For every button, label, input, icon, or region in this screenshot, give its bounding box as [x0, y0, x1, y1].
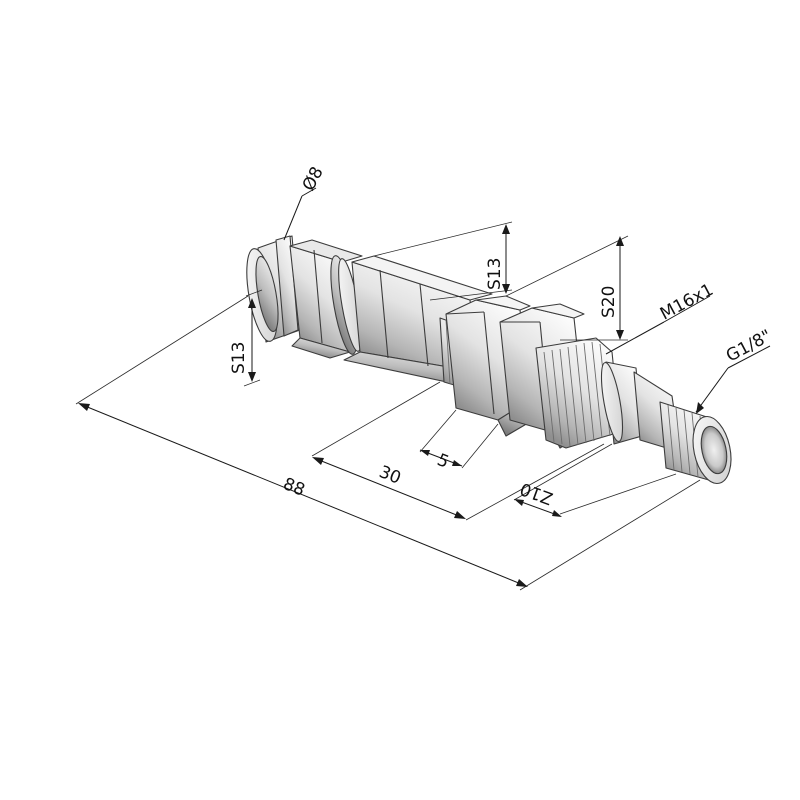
dim-hex-rear: S13 — [229, 289, 263, 387]
shoulder — [600, 361, 643, 445]
dim-hex-front: S13 — [373, 221, 513, 301]
rear-stem — [246, 235, 301, 343]
dim-diameter: Ø8 — [283, 164, 328, 241]
dim-thread-port: G1/8" — [695, 326, 775, 414]
dim-hex-rear-label: S13 — [229, 342, 249, 374]
dim-thread-port-label: G1/8" — [723, 326, 775, 366]
port-face — [692, 415, 732, 485]
dim-thread-main: M16x1 — [605, 280, 717, 355]
dim-body-length: 30 — [311, 381, 605, 521]
dim-thread-main-label: M16x1 — [657, 280, 717, 325]
dim-nut: S20 — [505, 235, 629, 341]
dim-nut-width: 5 — [419, 409, 499, 473]
main-thread — [535, 337, 621, 449]
fitting-part — [246, 235, 732, 485]
dim-overall-length-label: 88 — [280, 474, 308, 501]
dim-nut-label: S20 — [599, 286, 619, 318]
dim-port-length-label: Z10 — [518, 478, 556, 508]
dim-port-length: Z10 — [513, 443, 677, 517]
dim-overall-length: 88 — [75, 295, 701, 591]
dim-hex-front-label: S13 — [485, 258, 505, 290]
dim-diameter-label: Ø8 — [299, 164, 328, 195]
